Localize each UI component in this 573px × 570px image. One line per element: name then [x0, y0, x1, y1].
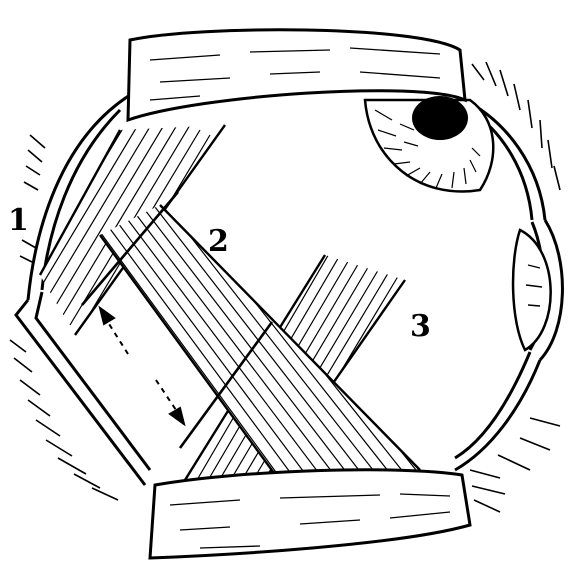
label-3: 3 [410, 312, 431, 342]
label-2: 2 [208, 227, 229, 257]
lens [513, 230, 551, 350]
iris [365, 96, 493, 192]
lower-bar [150, 470, 470, 558]
label-1: 1 [8, 206, 29, 236]
